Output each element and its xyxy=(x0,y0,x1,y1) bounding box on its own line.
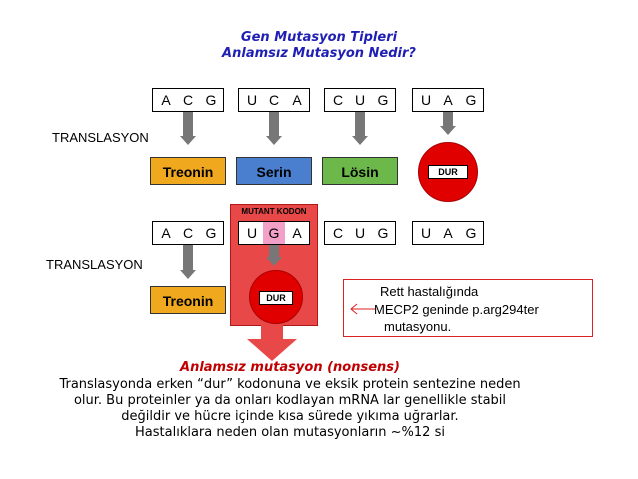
left-arrow-icon xyxy=(350,303,375,315)
title-line-2: Anlamsız Mutasyon Nedir? xyxy=(222,46,416,61)
nucleotide: U xyxy=(246,225,258,241)
nucleotide: A xyxy=(292,225,302,241)
bottom-line-1: Translasyonda erken “dur” kodonuna ve ek… xyxy=(59,377,521,392)
arrow-stem xyxy=(269,112,279,136)
arrow-stem xyxy=(269,245,279,257)
nucleotide: C xyxy=(268,92,280,108)
row1-codon-4: U A G xyxy=(412,88,484,112)
arrow-stem xyxy=(183,245,193,270)
row2-codon-4: U A G xyxy=(412,221,484,245)
mutated-nucleotide: G xyxy=(263,222,285,244)
amino-acid-serin: Serin xyxy=(236,157,312,185)
bottom-line-2: olur. Bu proteinler ya da onları kodlaya… xyxy=(73,393,507,408)
down-arrow-icon xyxy=(266,257,282,266)
nucleotide: G xyxy=(465,225,477,241)
amino-acid-treonin: Treonin xyxy=(150,157,226,185)
amino-acid-losin: Lösin xyxy=(322,157,398,185)
stop-label: DUR xyxy=(259,291,293,305)
note-line-3: mutasyonu. xyxy=(384,319,452,334)
stop-label: DUR xyxy=(428,165,468,179)
down-arrow-icon xyxy=(180,270,196,279)
row2-codon-1: A C G xyxy=(152,221,224,245)
nucleotide: G xyxy=(205,225,217,241)
note-line-2: MECP2 geninde p.arg294ter xyxy=(374,302,539,317)
mutant-arrow-shaft xyxy=(261,325,283,339)
row2-codon-3: C U G xyxy=(324,221,396,245)
nucleotide: G xyxy=(465,92,477,108)
nucleotide: C xyxy=(332,225,344,241)
row1-codon-1: A C G xyxy=(152,88,224,112)
nucleotide: G xyxy=(377,225,389,241)
nucleotide: A xyxy=(443,92,453,108)
nucleotide: C xyxy=(182,225,194,241)
mutant-arrow-head xyxy=(247,339,297,361)
note-box xyxy=(343,279,593,337)
nucleotide: G xyxy=(377,92,389,108)
title-line-1: Gen Mutasyon Tipleri xyxy=(240,30,398,45)
nucleotide: A xyxy=(161,92,171,108)
nucleotide: A xyxy=(292,92,302,108)
nucleotide: A xyxy=(161,225,171,241)
row1-codon-3: C U G xyxy=(324,88,396,112)
down-arrow-icon xyxy=(352,136,368,145)
nucleotide: U xyxy=(354,225,366,241)
translation-label-2: TRANSLASYON xyxy=(46,257,143,272)
row2-codon-mutant: U G A xyxy=(238,221,310,245)
mutant-codon-label: MUTANT KODON xyxy=(241,207,307,216)
bottom-heading: Anlamsız mutasyon (nonsens) xyxy=(180,360,400,375)
down-arrow-icon xyxy=(266,136,282,145)
bottom-line-4: Hastalıklara neden olan mutasyonların ~%… xyxy=(135,425,445,440)
nucleotide: U xyxy=(246,92,258,108)
nucleotide: G xyxy=(205,92,217,108)
row1-codon-2: U C A xyxy=(238,88,310,112)
nucleotide: A xyxy=(443,225,453,241)
note-line-1: Rett hastalığında xyxy=(380,284,479,299)
translation-label-1: TRANSLASYON xyxy=(52,130,149,145)
arrow-stem xyxy=(355,112,365,136)
down-arrow-icon xyxy=(440,126,456,135)
arrow-stem xyxy=(183,112,193,136)
arrow-stem xyxy=(443,112,453,126)
amino-acid-treonin: Treonin xyxy=(150,286,226,314)
bottom-line-3: değildir ve hücre içinde kısa sürede yık… xyxy=(121,409,459,424)
down-arrow-icon xyxy=(180,136,196,145)
nucleotide: C xyxy=(182,92,194,108)
nucleotide: C xyxy=(332,92,344,108)
nucleotide: U xyxy=(420,225,432,241)
nucleotide: U xyxy=(354,92,366,108)
nucleotide: U xyxy=(420,92,432,108)
